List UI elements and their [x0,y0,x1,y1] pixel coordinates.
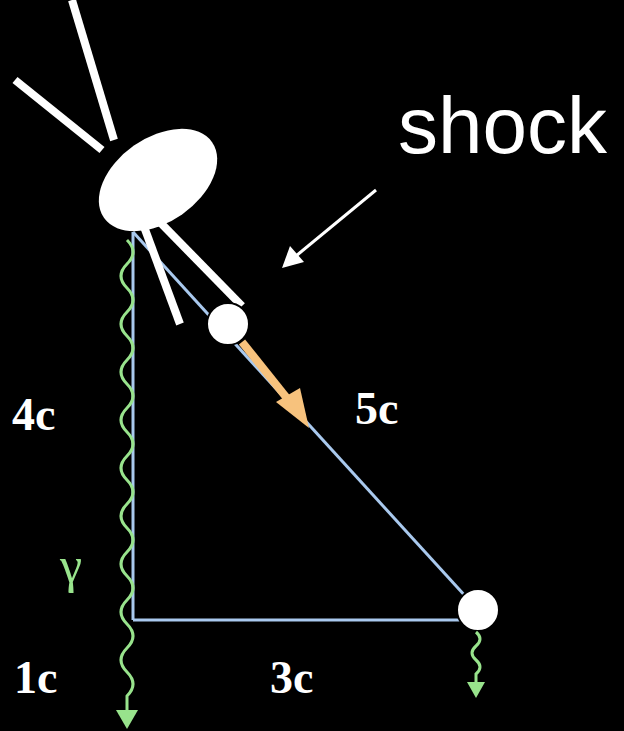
particle [457,589,499,631]
leader-arrow [296,190,376,256]
horizontal-leg [133,619,478,622]
particle [207,303,249,345]
jet-line [15,80,102,150]
photon-arrowhead [467,682,485,698]
jet-line [72,0,114,140]
photon-symbol: γ [60,540,82,590]
photon-arrowhead [116,710,138,729]
length-label: 1c [14,655,57,701]
hypotenuse [133,232,478,610]
triangle [133,232,478,620]
velocity-arrow [242,342,290,402]
vertical-leg [132,232,135,620]
photon-line [121,240,133,714]
leader-arrowhead [282,246,304,268]
length-label: 4c [12,392,55,438]
length-label: 5c [355,386,398,432]
length-label: 3c [270,655,313,701]
collision-ellipse [80,108,236,253]
jets [15,0,242,324]
velocity-arrowhead [276,388,309,428]
shock-line [150,212,242,306]
photon-line [472,632,480,684]
callout-label: shock [398,86,607,166]
